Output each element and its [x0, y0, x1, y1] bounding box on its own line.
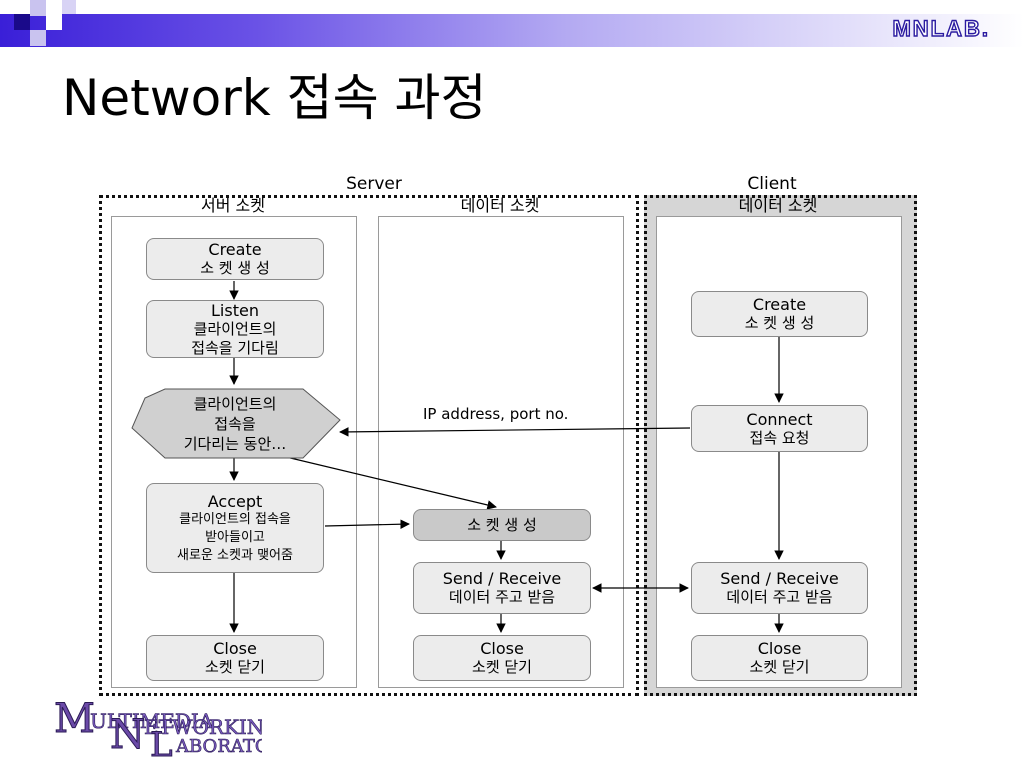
- create-korean-label: 소 켓 생 성: [200, 259, 270, 277]
- listen-korean-line2: 접속을 기다림: [191, 338, 279, 357]
- server-section: [99, 195, 639, 696]
- close-server-socket-node: Close 소켓 닫기: [146, 635, 324, 681]
- arrow-waiting-to-data-socket: [281, 455, 497, 510]
- svg-text:ETWORKING: ETWORKING: [144, 715, 262, 739]
- client-data-socket-column-label: 데이터 소켓: [738, 196, 818, 215]
- create-data-socket-label: 소 켓 생 성: [467, 515, 537, 534]
- accept-label: Accept: [207, 491, 263, 511]
- create-client-socket-node: Create 소 켓 생 성: [691, 291, 868, 337]
- send-receive-label: Send / Receive: [442, 569, 562, 588]
- svg-text:L: L: [150, 725, 173, 758]
- close-korean-label: 소켓 닫기: [472, 658, 532, 676]
- corner-square-2: [30, 0, 46, 16]
- connect-label: Connect: [746, 409, 813, 429]
- close-korean-label: 소켓 닫기: [749, 658, 810, 676]
- brand-logo-text: MNLAB.: [892, 15, 990, 41]
- close-client-socket-node: Close 소켓 닫기: [691, 635, 868, 681]
- send-receive-korean-label: 데이터 주고 받음: [448, 588, 556, 606]
- corner-square-1: [14, 14, 30, 30]
- header-gradient-bar: [0, 14, 1024, 47]
- connect-korean-label: 접속 요청: [749, 428, 810, 447]
- close-label: Close: [213, 639, 257, 658]
- send-receive-client-node: Send / Receive 데이터 주고 받음: [691, 562, 868, 614]
- create-data-socket-node: 소 켓 생 성: [413, 509, 591, 541]
- arrow-accept-to-data-socket: [324, 519, 410, 530]
- close-label: Close: [480, 639, 524, 658]
- waiting-node-text: 클라이언트의 접속을 기다리는 동안…: [150, 389, 320, 458]
- mnlab-logo: M ULTIMEDIA N ETWORKING L ABORATORY: [54, 696, 263, 759]
- listen-node: Listen 클라이언트의 접속을 기다림: [146, 300, 324, 358]
- slide-title: Network 접속 과정: [62, 69, 487, 127]
- server-socket-column-label: 서버 소켓: [201, 196, 265, 215]
- corner-square-4: [46, 14, 62, 30]
- close-label: Close: [757, 639, 802, 658]
- send-receive-server-node: Send / Receive 데이터 주고 받음: [413, 562, 591, 614]
- create-label: Create: [208, 240, 262, 259]
- connect-node: Connect 접속 요청: [691, 405, 868, 452]
- corner-square-5: [62, 0, 76, 14]
- svg-text:N: N: [110, 712, 145, 758]
- accept-korean-line2: 받아들이고: [205, 529, 265, 545]
- close-data-socket-node: Close 소켓 닫기: [413, 635, 591, 681]
- accept-korean-line1: 클라이언트의 접속을: [179, 511, 291, 527]
- server-data-socket-column-label: 데이터 소켓: [460, 196, 540, 215]
- svg-text:M: M: [54, 696, 95, 742]
- client-group-label: Client: [747, 174, 797, 194]
- svg-text:ULTIMEDIA: ULTIMEDIA: [90, 709, 214, 733]
- send-receive-korean-label: 데이터 주고 받음: [726, 588, 833, 606]
- create-server-socket-node: Create 소 켓 생 성: [146, 238, 324, 280]
- send-receive-label: Send / Receive: [720, 569, 839, 588]
- server-group-label: Server: [346, 174, 402, 194]
- accept-node: Accept 클라이언트의 접속을 받아들이고 새로운 소켓과 맺어줌: [146, 483, 324, 573]
- create-label: Create: [752, 295, 807, 314]
- accept-korean-line3: 새로운 소켓과 맺어줌: [177, 547, 293, 563]
- svg-text:ABORATORY: ABORATORY: [175, 736, 262, 757]
- corner-square-3: [30, 30, 46, 46]
- connect-request-label: IP address, port no.: [423, 405, 569, 423]
- waiting-line1: 클라이언트의: [193, 394, 277, 413]
- waiting-octagon-shape: [131, 388, 341, 459]
- listen-label: Listen: [211, 300, 259, 320]
- close-korean-label: 소켓 닫기: [205, 658, 265, 676]
- arrow-connect-to-waiting: [339, 427, 691, 437]
- listen-korean-line1: 클라이언트의: [193, 319, 277, 338]
- waiting-line3: 기다리는 동안…: [183, 434, 287, 453]
- create-korean-label: 소 켓 생 성: [744, 314, 815, 332]
- waiting-line2: 접속을: [214, 414, 256, 433]
